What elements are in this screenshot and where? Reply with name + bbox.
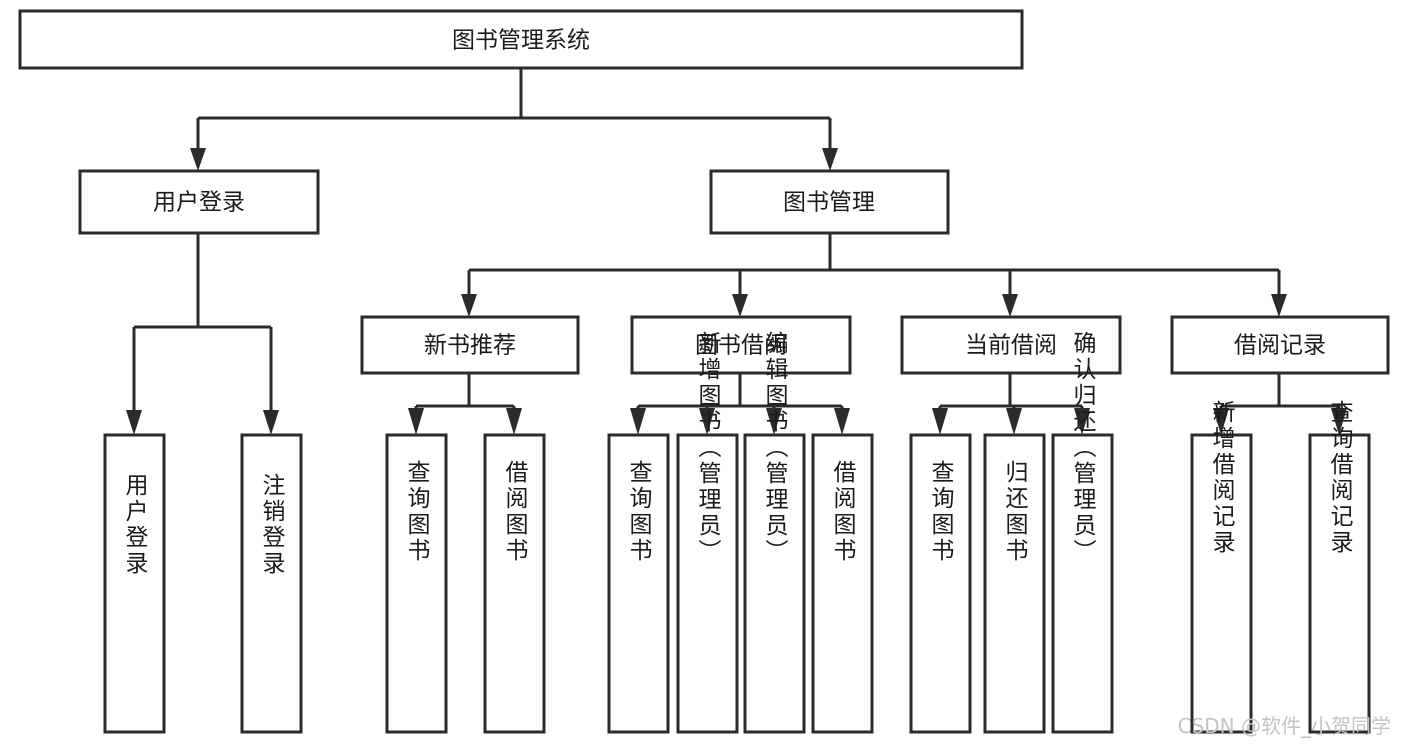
arrow-head-icon [822, 148, 838, 171]
node-label: 图书借阅 [695, 333, 787, 359]
node-box[interactable] [240, 433, 303, 734]
node-level3-borrow-record[interactable]: 借阅记录 [1170, 315, 1390, 375]
node-label: 编辑图书（管理员） [761, 331, 789, 565]
node-box[interactable] [900, 315, 1122, 375]
connector-current-to-leaves [932, 373, 1090, 435]
node-label: 用户登录 [153, 190, 245, 216]
arrow-head-icon [461, 294, 477, 317]
node-level3-book-borrow[interactable]: 图书借阅 [630, 315, 852, 375]
node-label: 当前借阅 [965, 333, 1057, 359]
arrow-head-icon [699, 408, 715, 435]
arrow-head-icon [732, 294, 748, 317]
connector-newbook-to-leaves [408, 373, 522, 435]
node-box[interactable] [630, 315, 852, 375]
connector-userlogin-to-leaves [126, 233, 279, 435]
arrow-head-icon [1331, 408, 1347, 435]
node-label: 查询图书 [625, 460, 653, 564]
arrow-head-icon [932, 408, 948, 435]
node-label: 新增借阅记录 [1208, 400, 1236, 556]
node-leaf-query-borrow-record[interactable]: 查询借阅记录 [1308, 400, 1371, 734]
node-leaf-logout[interactable]: 注销登录 [240, 433, 303, 734]
node-label: 查询借阅记录 [1326, 400, 1354, 556]
arrow-head-icon [126, 410, 142, 435]
node-leaf-query-book-current[interactable]: 查询图书 [909, 433, 972, 734]
node-leaf-borrow-book-newbook[interactable]: 借阅图书 [483, 433, 546, 734]
node-leaf-return-book[interactable]: 归还图书 [983, 433, 1046, 734]
arrow-head-icon [630, 408, 646, 435]
connector-record-to-leaves [1213, 373, 1347, 435]
node-root-label: 图书管理系统 [452, 28, 590, 54]
node-box[interactable] [811, 433, 874, 734]
node-label: 查询图书 [927, 460, 955, 564]
node-box[interactable] [103, 433, 166, 734]
arrow-head-icon [1006, 408, 1022, 435]
arrow-head-icon [1271, 294, 1287, 317]
connector-bookmgmt-to-level3 [461, 233, 1287, 317]
node-level2-user-login[interactable]: 用户登录 [78, 169, 320, 235]
arrow-head-icon [408, 408, 424, 435]
node-box[interactable] [385, 433, 448, 734]
node-level3-new-book-recommend[interactable]: 新书推荐 [360, 315, 580, 375]
arrow-head-icon [834, 408, 850, 435]
node-leaf-add-book-admin[interactable]: 新增图书（管理员） [676, 331, 739, 734]
node-label: 用户登录 [121, 473, 149, 577]
arrow-head-icon [506, 408, 522, 435]
node-box[interactable] [676, 433, 739, 734]
node-label: 归还图书 [1001, 460, 1029, 564]
node-label: 借阅图书 [501, 460, 529, 564]
node-label: 新增图书（管理员） [694, 331, 722, 565]
node-box[interactable] [743, 433, 806, 734]
node-leaf-add-borrow-record[interactable]: 新增借阅记录 [1190, 400, 1253, 734]
node-leaf-edit-book-admin[interactable]: 编辑图书（管理员） [743, 331, 806, 734]
node-level3-current-borrow[interactable]: 当前借阅 [900, 315, 1122, 375]
node-label: 借阅图书 [829, 460, 857, 564]
node-level2-book-management[interactable]: 图书管理 [709, 169, 950, 235]
arrow-head-icon [263, 410, 279, 435]
node-label: 借阅记录 [1234, 333, 1326, 359]
node-label: 图书管理 [783, 190, 875, 216]
node-box[interactable] [1051, 433, 1114, 734]
node-leaf-borrow-book[interactable]: 借阅图书 [811, 433, 874, 734]
node-label: 查询图书 [403, 460, 431, 564]
arrow-head-icon [1213, 408, 1229, 435]
watermark-text: CSDN @软件_小贺同学 [1177, 714, 1391, 738]
arrow-head-icon [766, 408, 782, 435]
node-box[interactable] [709, 169, 950, 235]
node-box[interactable] [1170, 315, 1390, 375]
node-root-box[interactable] [18, 9, 1024, 70]
node-box[interactable] [483, 433, 546, 734]
arrow-head-icon [190, 148, 206, 171]
node-label: 注销登录 [258, 473, 286, 577]
node-box[interactable] [607, 433, 670, 734]
node-box[interactable] [1308, 433, 1371, 734]
connector-borrow-to-leaves [630, 373, 850, 435]
node-leaf-query-book-borrow[interactable]: 查询图书 [607, 433, 670, 734]
connector-root-to-level2 [190, 68, 838, 171]
node-label: 确认归还（管理员） [1069, 331, 1097, 565]
node-box[interactable] [1190, 433, 1253, 734]
node-box[interactable] [909, 433, 972, 734]
arrow-head-icon [1002, 294, 1018, 317]
node-root[interactable]: 图书管理系统 [18, 9, 1024, 70]
node-leaf-confirm-return-admin[interactable]: 确认归还（管理员） [1051, 331, 1114, 734]
node-box[interactable] [78, 169, 320, 235]
node-box[interactable] [360, 315, 580, 375]
node-label: 新书推荐 [424, 333, 516, 359]
arrow-head-icon [1074, 408, 1090, 435]
node-box[interactable] [983, 433, 1046, 734]
node-leaf-user-login[interactable]: 用户登录 [103, 433, 166, 734]
node-leaf-query-book-newbook[interactable]: 查询图书 [385, 433, 448, 734]
